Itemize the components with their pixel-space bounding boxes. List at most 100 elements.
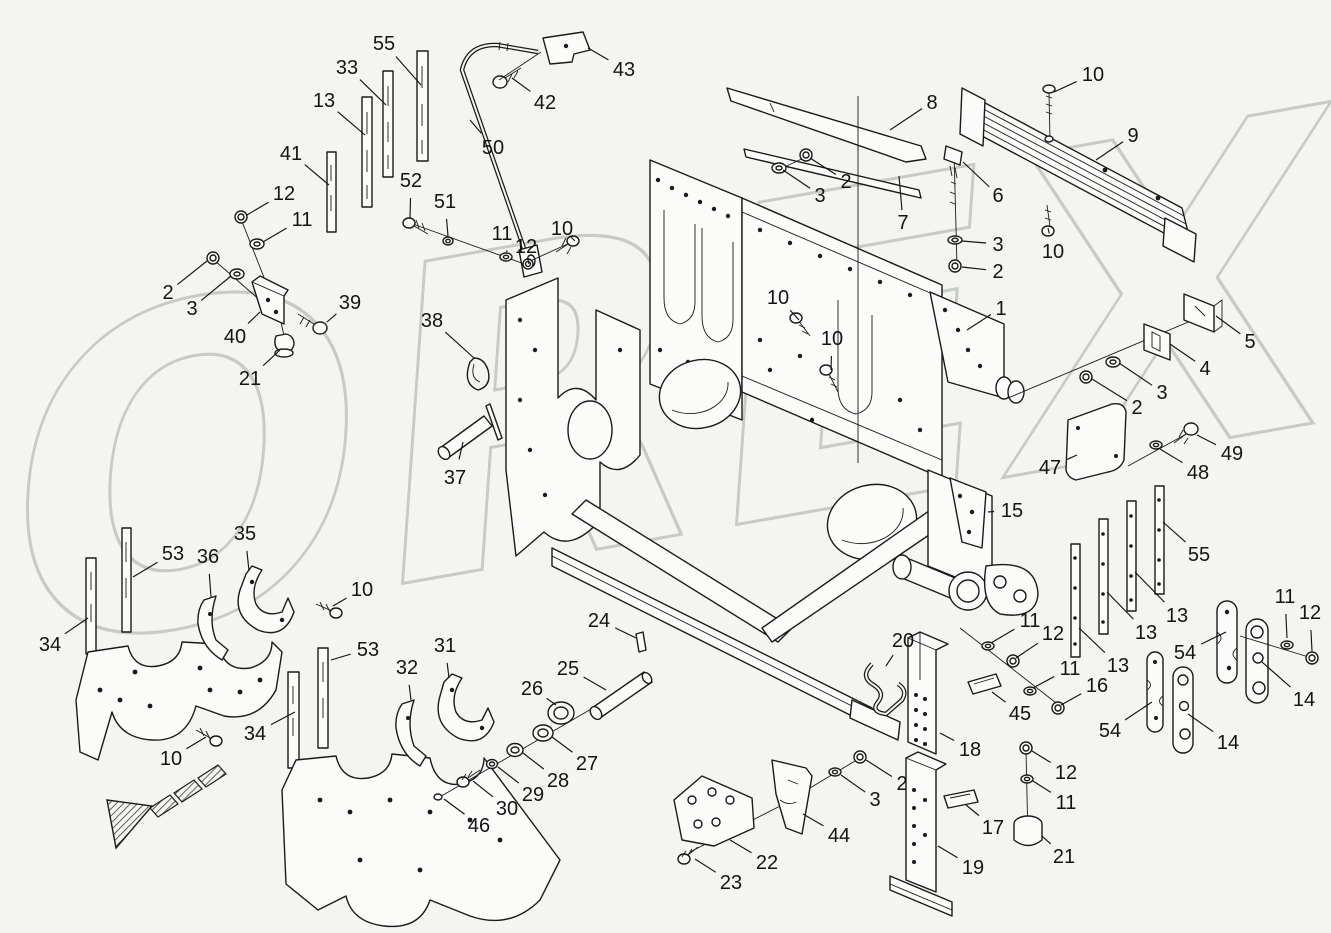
svg-text:35: 35	[234, 523, 256, 545]
svg-text:13: 13	[1135, 622, 1157, 644]
part-callout: 21	[1041, 835, 1075, 868]
fasteners-top-center	[771, 84, 1056, 393]
slotted-strips-top-left	[326, 50, 429, 233]
part-callout: 3	[782, 169, 826, 207]
svg-text:11: 11	[492, 223, 513, 245]
part-callout: 12	[1031, 750, 1077, 784]
part-callout: 38	[421, 310, 475, 359]
svg-text:23: 23	[720, 872, 742, 894]
part-callout: 7	[897, 175, 909, 234]
part-callout: 11	[1032, 658, 1080, 689]
part-callout: 10	[160, 736, 207, 770]
svg-text:20: 20	[892, 630, 914, 652]
part-callout: 44	[802, 813, 850, 847]
callout-layer: 2340213912114113335552515042431112103837…	[39, 33, 1321, 894]
svg-text:5: 5	[1244, 331, 1255, 353]
svg-text:33: 33	[336, 57, 358, 79]
part-callout: 10	[332, 579, 373, 607]
curved-blade-32	[395, 699, 427, 767]
svg-text:10: 10	[351, 579, 373, 601]
svg-text:8: 8	[926, 92, 937, 114]
svg-text:10: 10	[1042, 241, 1064, 263]
part-callout: 50	[469, 119, 504, 159]
part-callout: 12	[1015, 623, 1064, 659]
part-callout: 29	[497, 766, 544, 806]
svg-text:9: 9	[1127, 125, 1138, 147]
svg-text:6: 6	[992, 185, 1003, 207]
svg-text:39: 39	[339, 292, 361, 314]
part-callout: 52	[400, 170, 422, 219]
part-callout: 23	[694, 858, 742, 894]
part-callout: 6	[962, 161, 1004, 207]
part-callout: 48	[1159, 448, 1209, 484]
plate-44	[771, 759, 813, 835]
svg-text:55: 55	[373, 33, 395, 55]
part-callout: 2	[1091, 378, 1143, 419]
svg-text:29: 29	[522, 784, 544, 806]
part-callout: 2	[809, 157, 852, 193]
part-callout: 18	[939, 732, 981, 761]
part-callout: 47	[1039, 454, 1078, 479]
part-callout: 34	[244, 711, 296, 745]
part-callout: 41	[280, 143, 330, 186]
part-callout: 32	[396, 657, 418, 701]
part-callout: 54	[1099, 701, 1153, 742]
bolt-42	[492, 67, 522, 89]
svg-text:16: 16	[1086, 675, 1108, 697]
part-callout: 10	[821, 328, 843, 371]
part-callout: 15	[987, 500, 1023, 522]
wavy-plate-right	[281, 753, 561, 928]
svg-text:2: 2	[162, 282, 173, 304]
svg-text:10: 10	[551, 218, 573, 240]
svg-text:45: 45	[1009, 703, 1031, 725]
svg-text:15: 15	[1001, 500, 1023, 522]
part-callout: 21	[239, 349, 281, 390]
bolt-39	[297, 313, 328, 335]
part-callout: 31	[434, 635, 456, 679]
svg-text:53: 53	[162, 543, 184, 565]
svg-text:30: 30	[496, 798, 518, 820]
part-callout: 49	[1196, 434, 1243, 465]
part-callout: 39	[326, 292, 361, 323]
svg-text:2: 2	[840, 171, 851, 193]
part-callout: 13	[1106, 591, 1157, 644]
part-callout: 13	[313, 90, 366, 136]
part-callout: 2	[961, 261, 1004, 283]
svg-text:46: 46	[468, 815, 490, 837]
part-callout: 33	[336, 57, 387, 106]
part-callout: 24	[588, 610, 637, 639]
spring-hook-20	[863, 662, 907, 717]
svg-text:12: 12	[1055, 762, 1077, 784]
fasteners-bottom-right	[789, 741, 1043, 847]
svg-text:13: 13	[1107, 655, 1129, 677]
part-callout: 46	[443, 798, 490, 837]
pivot-chain	[959, 627, 1065, 715]
svg-text:4: 4	[1199, 358, 1210, 380]
svg-text:53: 53	[357, 639, 379, 661]
ribbed-bar-9	[959, 87, 1197, 263]
svg-text:12: 12	[1299, 602, 1321, 624]
svg-text:28: 28	[547, 770, 569, 792]
part-callout: 12	[246, 183, 295, 216]
svg-text:50: 50	[482, 137, 504, 159]
bracket-43	[542, 31, 591, 65]
part-callout: 30	[472, 780, 518, 820]
fasteners-top-left	[206, 51, 580, 319]
svg-text:21: 21	[239, 368, 261, 390]
part-callout: 3	[961, 234, 1004, 256]
part-callout: 11	[1275, 586, 1295, 639]
svg-text:34: 34	[39, 634, 61, 656]
svg-text:36: 36	[197, 546, 219, 568]
svg-text:10: 10	[767, 287, 789, 309]
part-callout: 3	[186, 275, 232, 320]
bolt-10-left	[195, 601, 343, 747]
machine-frame	[505, 159, 1039, 741]
svg-text:1: 1	[995, 298, 1006, 320]
chain-right-top	[1007, 293, 1223, 399]
part-callout: 14	[1187, 713, 1239, 754]
svg-text:54: 54	[1174, 642, 1196, 664]
curved-blade-31	[437, 673, 495, 742]
svg-text:38: 38	[421, 310, 443, 332]
svg-text:40: 40	[224, 326, 246, 348]
